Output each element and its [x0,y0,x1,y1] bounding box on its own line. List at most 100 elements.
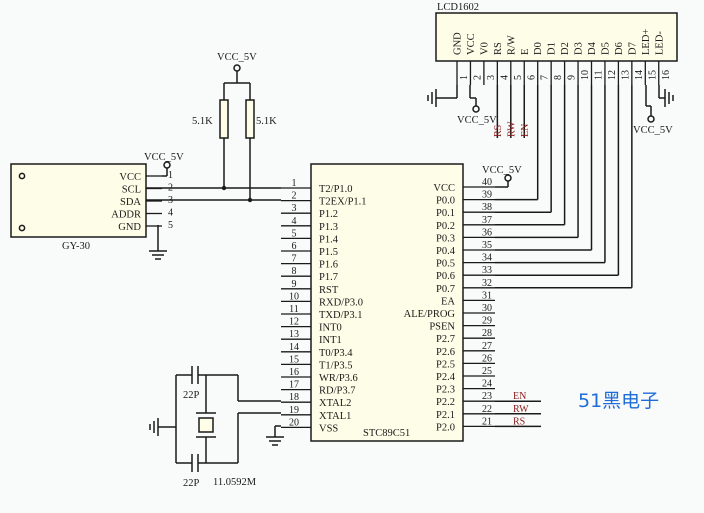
mcu-pin-9-number: 9 [292,279,297,290]
lcd-pin-4-number: 4 [499,75,510,80]
lcd-pins: GND1VCC2V03RS4R/W5E6D07D18D29D310D411D51… [453,29,672,85]
lcd-pin-7-label: D0 [533,42,544,55]
lcd-pin-12-label: D5 [600,42,611,55]
mcu-pin-10-number: 10 [289,291,299,302]
gy30-pin-gnd-label: GND [118,222,141,233]
mcu-pin-38-number: 38 [482,202,492,213]
lcd-net-rs-label: RS [493,125,504,137]
mcu-pin-27-label: P2.6 [436,347,455,358]
mcu-pin-17-label: RD/P3.7 [319,386,355,397]
mcu-pin-35-number: 35 [482,240,492,251]
mcu-pin-16-label: WR/P3.6 [319,373,358,384]
mcu-pin-16-number: 16 [289,367,299,378]
mcu-pin-8-label: P1.7 [319,272,338,283]
data-bus [495,85,633,289]
mcu-pin-13-label: INT1 [319,335,342,346]
mcu-pin-12-label: INT0 [319,323,342,334]
mcu-pin-17-number: 17 [289,380,299,391]
mcu-pin-35-label: P0.4 [436,246,456,257]
gy30-pin-addr-label: ADDR [111,210,141,221]
mcu-pin-22-number: 22 [482,404,492,415]
lcd-net-rw-label: RW [506,121,517,137]
mcu-pin-19-number: 19 [289,405,299,416]
mcu-right-pins: 40VCC39P0.038P0.137P0.236P0.335P0.434P0.… [404,177,495,433]
mcu-pin-18-label: XTAL2 [319,398,351,409]
gy30-vcc-label: VCC_5V [144,152,184,163]
lcd-pin-2-number: 2 [472,75,483,80]
lcd-led-vcc: VCC_5V [633,85,673,136]
vcc-top-label: VCC_5V [217,52,257,63]
gy30-body [10,163,147,238]
mcu-pin-37-label: P0.2 [436,221,455,232]
mcu-pin-21-number: 21 [482,416,492,427]
mcu-pin-9-label: RST [319,285,339,296]
lcd-led-ground [658,85,674,107]
lcd-pin-7-number: 7 [540,75,551,80]
lcd-led-vcc-label: VCC_5V [633,125,673,136]
mcu-pin-10-label: RXD/P3.0 [319,297,363,308]
lcd-pin-6-number: 6 [526,75,537,80]
mcu-pin-40-number: 40 [482,177,492,188]
resistor-r2 [245,99,255,139]
crystal-frequency: 11.0592M [213,477,257,488]
lcd-pin-5-number: 5 [513,75,524,80]
mcu-pin-4-number: 4 [292,216,297,227]
lcd-pin-12-number: 12 [607,70,618,80]
mcu-pin-1-number: 1 [292,178,297,189]
lcd-pin-14-number: 14 [634,70,645,80]
mcu-pin-1-label: T2/P1.0 [319,184,353,195]
mcu-pin-30-label: ALE/PROG [404,309,456,320]
mcu-pin-38-label: P0.1 [436,208,455,219]
mcu-pin-4-label: P1.3 [319,222,338,233]
mcu-pin-36-number: 36 [482,227,492,238]
mcu-vcc-label: VCC_5V [482,165,522,176]
mcu-vcc: VCC_5V [482,165,522,188]
mcu-pin-28-number: 28 [482,328,492,339]
mcu-pin-37-number: 37 [482,215,492,226]
lcd-pin-10-label: D3 [574,42,585,55]
mcu-pin-14-number: 14 [289,342,299,353]
mcu-pin-8-number: 8 [292,266,297,277]
mcu-left-pins: 1T2/P1.02T2EX/P1.13P1.24P1.35P1.46P1.57P… [281,178,367,434]
lcd-pin-1-label: GND [453,32,464,55]
crystal [198,417,214,433]
mcu-pin-24-label: P2.3 [436,385,455,396]
lcd-pin-10-number: 10 [580,70,591,80]
mcu-pin-12-number: 12 [289,317,299,328]
gy30-pin-sda-label: SDA [120,197,141,208]
resistor-r1-value: 5.1K [192,116,213,127]
mcu-pin-7-label: P1.6 [319,260,338,271]
mcu-pin-34-label: P0.5 [436,259,455,270]
lcd-pin-11-label: D4 [587,41,598,55]
gy30-mount-hole-bottom [18,224,26,232]
mcu-net-rw-label: RW [513,404,529,415]
lcd-pin-13-number: 13 [620,70,631,80]
mcu-pin-11-label: TXD/P3.1 [319,310,362,321]
gy30-mount-hole-top [18,172,26,180]
lcd-pin-15-number: 15 [647,70,658,80]
mcu-pin-18-number: 18 [289,392,299,403]
mcu-pin-33-number: 33 [482,265,492,276]
mcu-pin-34-number: 34 [482,253,492,264]
mcu-pin-15-number: 15 [289,354,299,365]
brand-watermark: 51黑电子 [578,390,660,412]
lcd-pin-6-label: E [520,49,531,55]
lcd-pin-2-label: VCC [466,33,477,55]
lcd-net-en-label: EN [520,124,531,137]
mcu-pin-5-label: P1.4 [319,234,339,245]
mcu-net-rs-label: RS [513,416,525,427]
mcu-pin-15-label: T1/P3.5 [319,360,353,371]
mcu-pin-6-label: P1.5 [319,247,338,258]
mcu-pin-21-label: P2.0 [436,422,455,433]
mcu-pin-25-label: P2.4 [436,372,456,383]
lcd-pin-11-number: 11 [594,70,605,80]
resistor-r1 [219,99,229,139]
lcd-pin-16-number: 16 [661,70,672,80]
mcu-pin-22-label: P2.1 [436,410,455,421]
mcu-pin-7-number: 7 [292,254,297,265]
mcu-pin-2-number: 2 [292,191,297,202]
mcu-pin-31-label: EA [441,296,455,307]
crystal-circuit: 11.0592M 22P 22P [149,366,281,489]
mcu-pin-36-label: P0.3 [436,233,455,244]
